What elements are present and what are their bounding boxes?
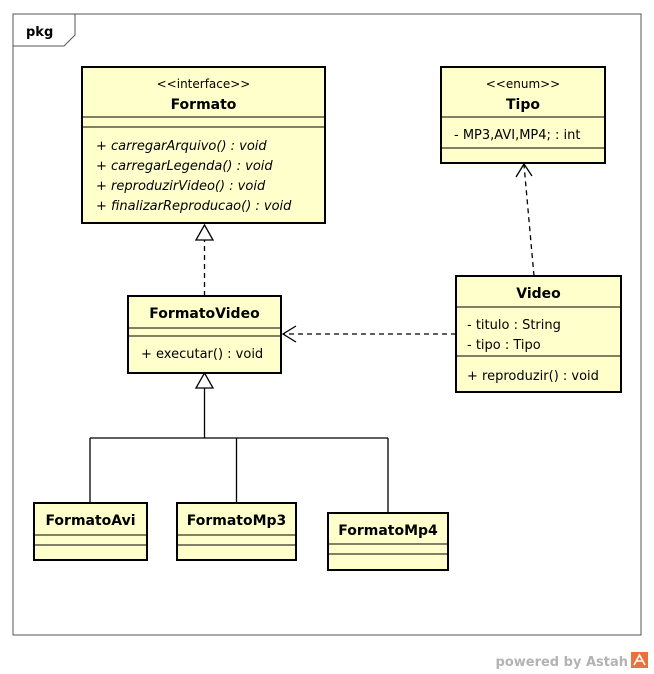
class-formato-mp3[interactable]: FormatoMp3 (176, 502, 297, 561)
formato-mp3-name: FormatoMp3 (187, 513, 287, 529)
formato-name: Formato (171, 97, 237, 113)
package-frame (12, 13, 642, 636)
formato-operation: + reproduzirVideo() : void (96, 179, 266, 194)
formato-video-operation: + executar() : void (141, 347, 263, 362)
video-operation: + reproduzir() : void (467, 369, 599, 384)
class-tipo[interactable]: <<enum>> Tipo - MP3,AVI,MP4; : int (440, 66, 606, 164)
package-tab (13, 14, 76, 47)
video-name: Video (516, 286, 561, 302)
formato-operation: + carregarArquivo() : void (96, 139, 267, 154)
formato-operation: + carregarLegenda() : void (96, 159, 273, 174)
tipo-name: Tipo (506, 97, 540, 113)
package-label: pkg (26, 25, 53, 40)
tipo-attribute: - MP3,AVI,MP4; : int (454, 128, 581, 143)
class-formato-mp4[interactable]: FormatoMp4 (327, 512, 449, 571)
class-video[interactable]: Video - titulo : String - tipo : Tipo + … (455, 275, 622, 393)
video-attribute: - tipo : Tipo (467, 338, 541, 353)
class-formato-avi[interactable]: FormatoAvi (33, 502, 148, 561)
dependency-video-tipo (515, 162, 535, 277)
formato-operation: + finalizarReproducao() : void (96, 199, 292, 214)
generalization-formato-video-subclasses (89, 371, 389, 513)
class-formato[interactable]: <<interface>> Formato + carregarArquivo(… (81, 66, 326, 224)
formato-mp4-name: FormatoMp4 (338, 523, 438, 539)
formato-video-name: FormatoVideo (149, 306, 260, 322)
tipo-stereotype: <<enum>> (486, 77, 561, 91)
video-attribute: - titulo : String (467, 318, 561, 333)
formato-stereotype: <<interface>> (157, 77, 251, 91)
class-formato-video[interactable]: FormatoVideo + executar() : void (127, 295, 282, 374)
powered-by-text: powered by Astah (496, 655, 628, 670)
dependency-video-formato-video (281, 325, 456, 343)
astah-logo-icon (631, 652, 648, 668)
formato-avi-name: FormatoAvi (45, 513, 135, 529)
realization-formato-video-formato (194, 223, 215, 296)
